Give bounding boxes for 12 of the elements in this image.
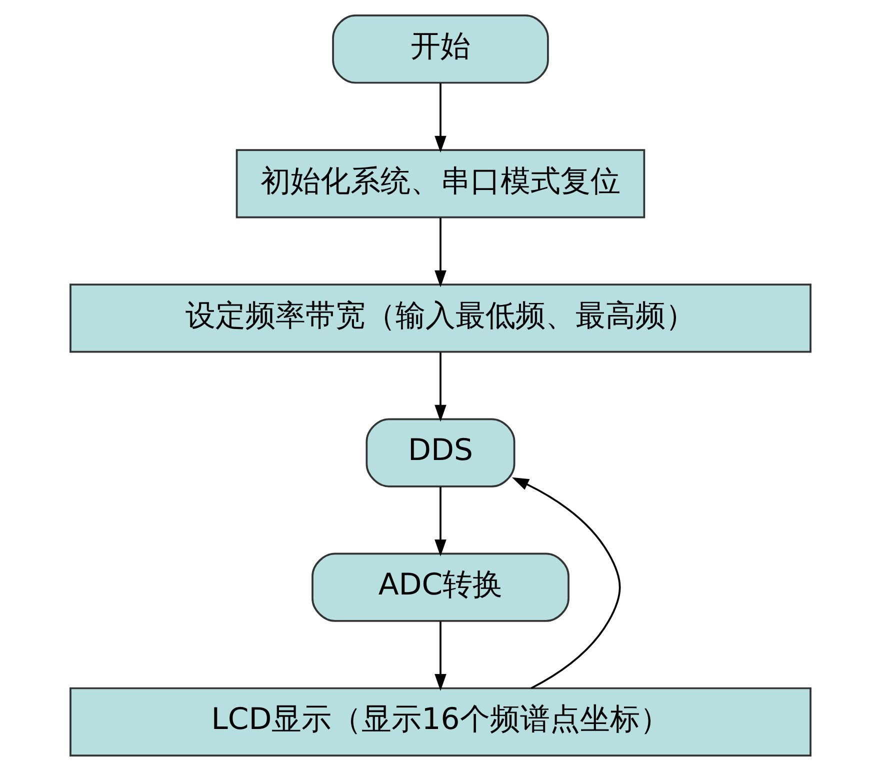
arrow — [434, 218, 446, 288]
arrow — [434, 486, 446, 556]
node-box: DDS — [366, 418, 516, 488]
node-box: 初始化系统、串口模式复位 — [236, 149, 646, 218]
node-box: 开始 — [332, 14, 549, 84]
arrow — [434, 352, 446, 422]
node-box: ADC转换 — [312, 552, 570, 622]
arrow — [434, 83, 446, 153]
node-box: LCD显示（显示16个频谱点坐标） — [70, 687, 812, 756]
arrow — [512, 477, 621, 690]
node-box: 设定频率带宽（输入最低频、最高频） — [70, 284, 812, 353]
arrow — [434, 622, 446, 691]
